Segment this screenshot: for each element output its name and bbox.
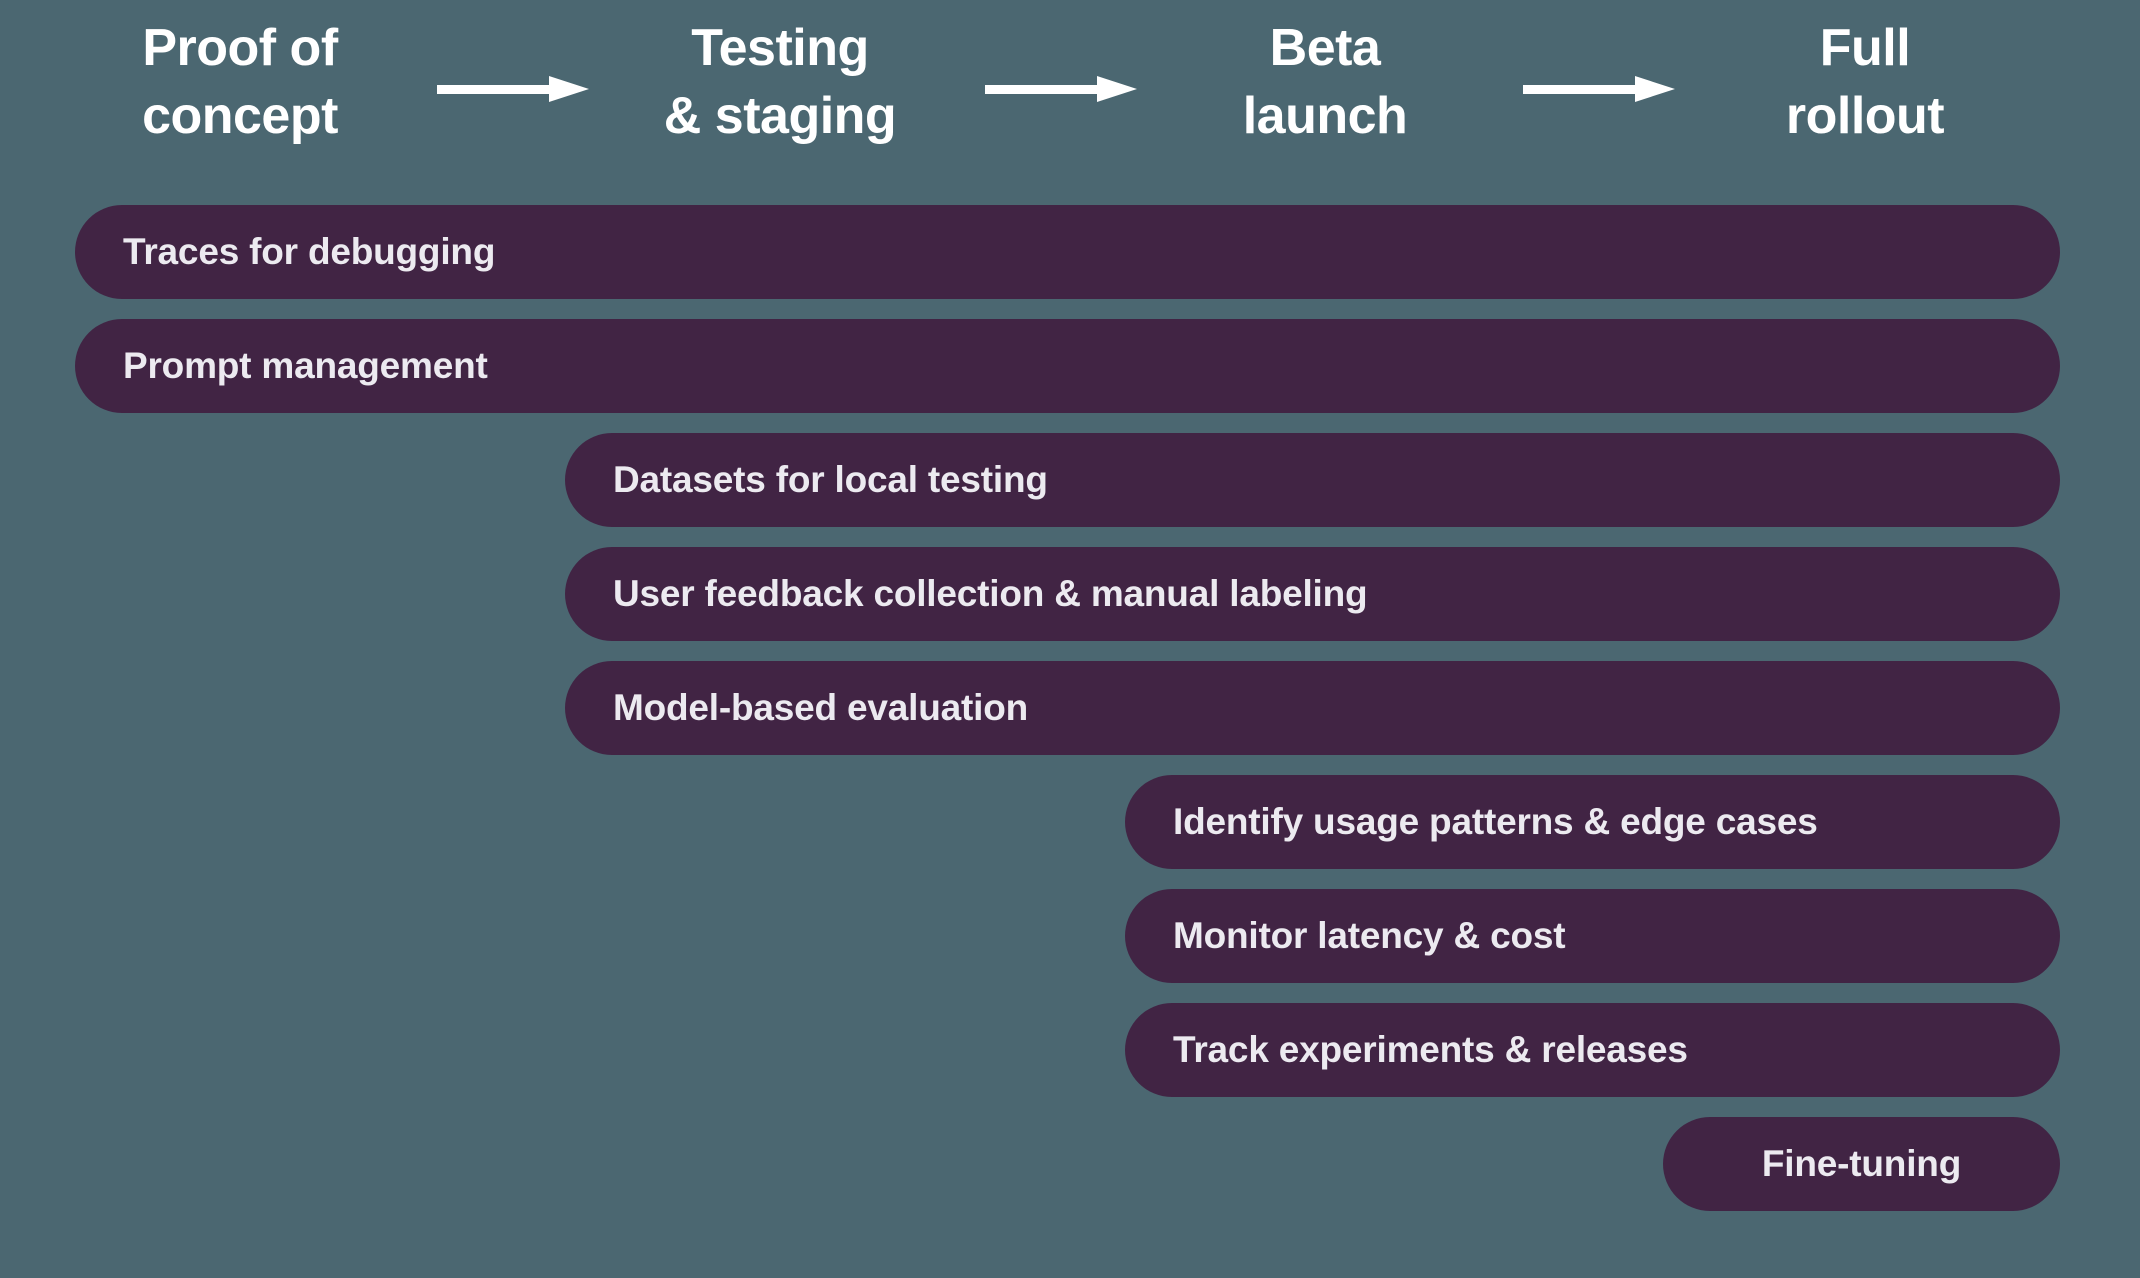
phase-label-full-rollout: Full rollout	[1785, 19, 1945, 145]
capability-bar[interactable]: Fine-tuning	[1663, 1117, 2060, 1211]
capability-bar-label: Datasets for local testing	[613, 459, 1048, 500]
capability-bar-label: Identify usage patterns & edge cases	[1173, 801, 1818, 842]
capability-bar[interactable]: Traces for debugging	[75, 205, 2060, 299]
arrow-right-icon	[437, 76, 589, 102]
phase-header-row: Proof of concept Testing & staging Beta …	[0, 0, 2140, 180]
capability-bar-label: Fine-tuning	[1761, 1143, 1962, 1184]
capability-bar[interactable]: Monitor latency & cost	[1125, 889, 2060, 983]
capability-bar[interactable]: Track experiments & releases	[1125, 1003, 2060, 1097]
arrow-right-icon	[1523, 76, 1675, 102]
capability-bar-label: Track experiments & releases	[1173, 1029, 1688, 1070]
capability-bar[interactable]: Datasets for local testing	[565, 433, 2060, 527]
phase-label-proof-of-concept: Proof of concept	[142, 19, 338, 145]
arrow-right-icon	[985, 76, 1137, 102]
capability-bar-label: Traces for debugging	[123, 231, 496, 272]
capability-bar[interactable]: Identify usage patterns & edge cases	[1125, 775, 2060, 869]
capability-bar[interactable]: Model-based evaluation	[565, 661, 2060, 755]
capability-bar-label: Model-based evaluation	[613, 687, 1029, 728]
capability-bar-label: Monitor latency & cost	[1173, 915, 1566, 956]
capability-bar[interactable]: User feedback collection & manual labeli…	[565, 547, 2060, 641]
capability-bar-label: User feedback collection & manual labeli…	[613, 573, 1368, 614]
capability-bar-label: Prompt management	[123, 345, 488, 386]
phase-label-testing-and-staging: Testing & staging	[663, 19, 897, 145]
phase-label-beta-launch: Beta launch	[1242, 19, 1408, 145]
capability-bar[interactable]: Prompt management	[75, 319, 2060, 413]
